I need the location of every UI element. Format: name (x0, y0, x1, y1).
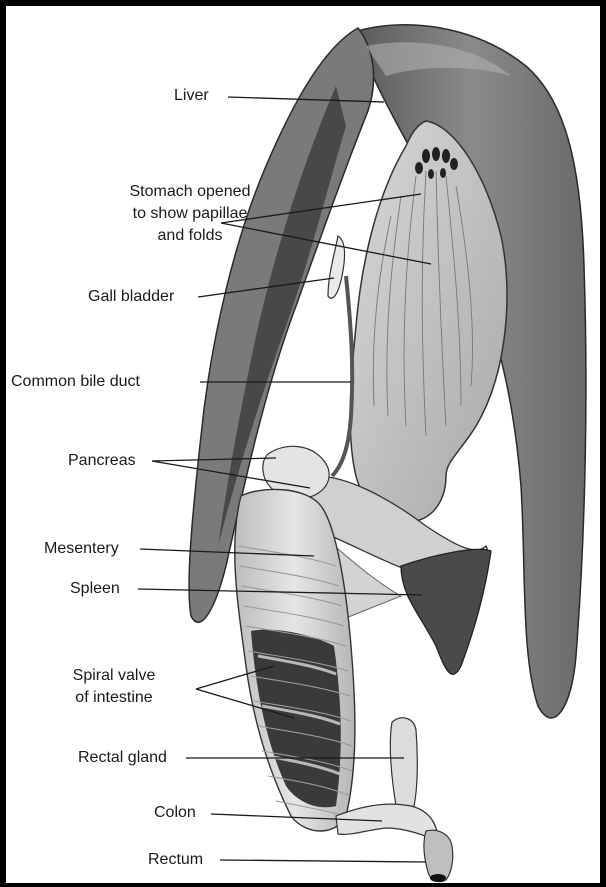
label-spleen: Spleen (70, 579, 120, 599)
label-liver: Liver (174, 86, 209, 106)
diagram-canvas: Liver Stomach opened to show papillae an… (6, 6, 600, 883)
spleen (401, 549, 491, 674)
rectum-opening (430, 874, 446, 882)
rectal-gland (390, 718, 417, 815)
label-stomach-line-1: Stomach opened (84, 182, 296, 202)
label-rectal-gland: Rectal gland (78, 748, 167, 768)
label-rectum: Rectum (148, 850, 203, 870)
label-spiral-valve-line-2: of intestine (44, 688, 184, 708)
colon (336, 804, 438, 841)
label-stomach-line-2: to show papillae (84, 204, 296, 224)
leader-rectum (220, 860, 426, 862)
label-spiral-valve-line-1: Spiral valve (44, 666, 184, 686)
common-bile-duct (332, 276, 352, 476)
label-common-bile-duct: Common bile duct (11, 372, 140, 392)
label-gall-bladder: Gall bladder (88, 287, 174, 307)
label-colon: Colon (154, 803, 196, 823)
label-stomach-line-3: and folds (84, 226, 296, 246)
rectum (424, 830, 453, 881)
label-pancreas: Pancreas (68, 451, 136, 471)
label-mesentery: Mesentery (44, 539, 119, 559)
